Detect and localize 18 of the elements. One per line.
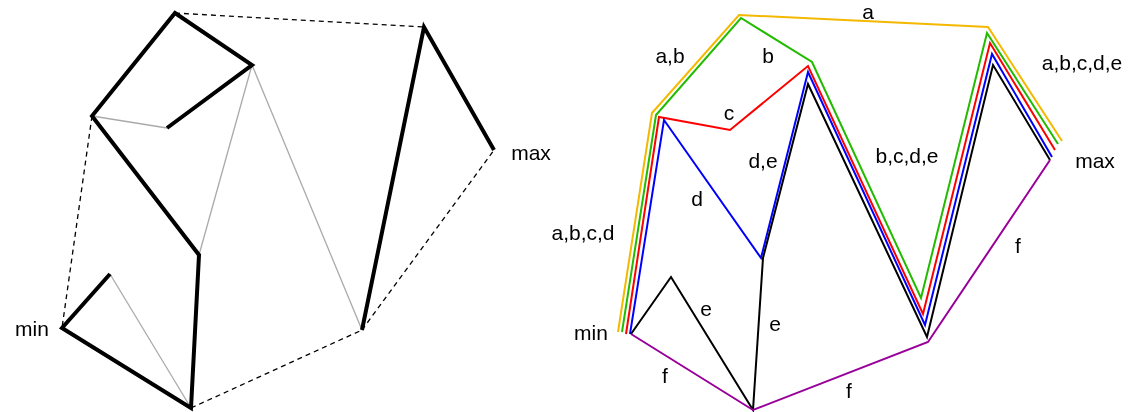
vertex-label: a: [862, 0, 874, 22]
vertex-label: d,e: [748, 149, 778, 171]
vertex-label: min: [574, 321, 608, 343]
vertex-label: f: [1015, 234, 1021, 256]
vertex-label: e: [769, 312, 781, 334]
vertex-label: max: [511, 141, 551, 163]
vertex-label: b: [762, 44, 774, 66]
vertex-label: c: [723, 101, 735, 123]
vertex-label: d: [691, 187, 703, 209]
vertex-label: f: [662, 364, 668, 386]
vertex-label: min: [15, 317, 49, 339]
vertex-label: a,b,c,d,e: [1041, 51, 1123, 73]
vertex-label: b,c,d,e: [875, 144, 939, 166]
vertex-label: max: [1075, 149, 1115, 171]
vertex-label: f: [846, 379, 852, 401]
vertex-label: e: [700, 297, 712, 319]
vertex-label: a,b,c,d: [551, 221, 615, 243]
vertex-label: a,b: [655, 44, 685, 66]
